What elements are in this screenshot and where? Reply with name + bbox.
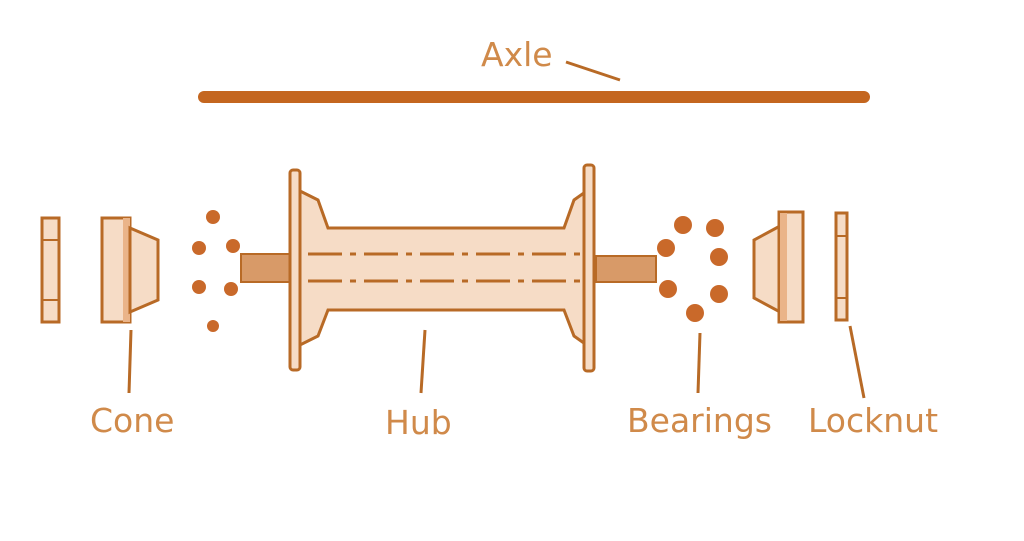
right-axle-stub [595,255,657,283]
locknut-label: Locknut [808,401,939,440]
hub-leader-line [419,329,427,394]
axle-label: Axle [481,35,553,74]
bearings-leader-line [696,332,702,394]
cone-leader-line [127,329,133,394]
right-bearings [657,216,728,322]
left-cone [100,216,160,324]
hub-label: Hub [385,403,452,442]
left-bearings [192,210,240,332]
cone-label: Cone [90,401,175,440]
left-locknut [40,216,61,324]
locknut-leader-line [848,325,866,399]
hub-body [288,163,596,373]
left-axle-stub [240,253,294,283]
right-locknut [834,211,849,322]
axle-leader-line [565,60,621,82]
bearings-label: Bearings [627,401,772,440]
right-cone [752,210,805,324]
